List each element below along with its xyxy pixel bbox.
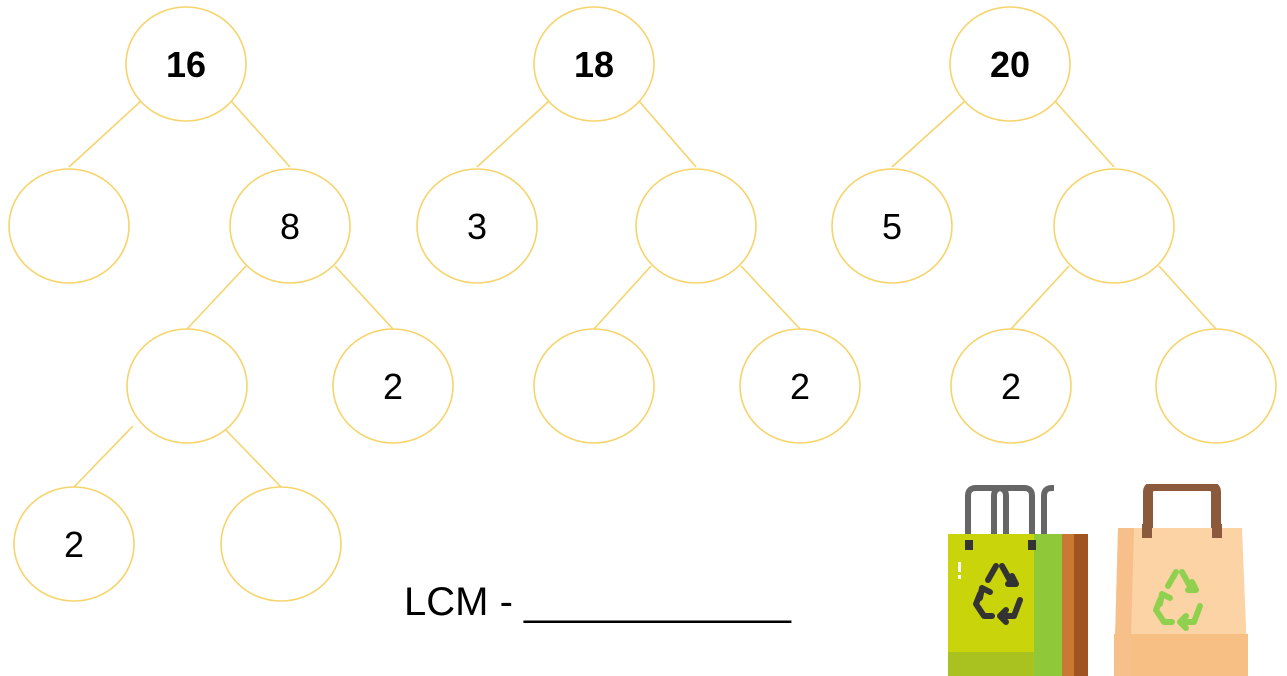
tree-nodes: 16 8 2 2 18 3 2 20 5 2 — [8, 6, 1277, 602]
tree-node-18-root: 18 — [533, 6, 655, 122]
lcm-prompt: LCM - ____________ — [404, 580, 791, 624]
node-value: 18 — [574, 44, 614, 85]
tree-node-20-root: 20 — [949, 6, 1071, 122]
tree-node-18-l1-right — [635, 168, 757, 284]
node-value: 3 — [467, 206, 487, 247]
node-circle — [220, 486, 342, 602]
tree-edge — [1054, 100, 1115, 168]
node-circle — [126, 328, 248, 444]
tree-node-18-l1-left: 3 — [416, 168, 538, 284]
tree-node-16-l2-left — [126, 328, 248, 444]
node-circle — [831, 168, 953, 284]
tree-edge — [73, 425, 134, 488]
node-circle — [1053, 168, 1175, 284]
tree-edge — [230, 100, 291, 168]
node-value: 20 — [990, 44, 1030, 85]
tree-node-18-l2-left — [533, 328, 655, 444]
tree-edges — [68, 100, 1217, 488]
tree-node-16-l1-left — [8, 168, 130, 284]
node-circle — [739, 328, 861, 444]
tree-edge — [221, 425, 282, 488]
tree-node-16-l3-left: 2 — [13, 486, 135, 602]
tan-shopping-bag-recycle-icon — [1114, 484, 1248, 676]
tree-edge — [476, 100, 550, 168]
node-circle — [125, 6, 247, 122]
node-circle — [1155, 328, 1277, 444]
tree-node-16-l1-right: 8 — [229, 168, 351, 284]
node-circle — [13, 486, 135, 602]
node-value: 2 — [64, 524, 84, 565]
tree-node-16-l3-right — [220, 486, 342, 602]
tree-node-20-l2-right — [1155, 328, 1277, 444]
node-value: 5 — [882, 206, 902, 247]
node-value: 8 — [280, 206, 300, 247]
tree-edge — [334, 265, 394, 330]
node-circle — [635, 168, 757, 284]
tree-edge — [593, 265, 652, 330]
node-circle — [950, 328, 1072, 444]
tree-edge — [638, 100, 697, 168]
tree-edge — [1010, 265, 1070, 330]
tree-edge — [740, 265, 801, 330]
node-circle — [8, 168, 130, 284]
tree-node-16-l2-right: 2 — [332, 328, 454, 444]
node-value: 16 — [166, 44, 206, 85]
tree-node-20-l1-right — [1053, 168, 1175, 284]
tree-edge — [891, 100, 966, 168]
node-circle — [229, 168, 351, 284]
tree-edge — [186, 265, 247, 330]
node-value: 2 — [790, 366, 810, 407]
tree-node-18-l2-right: 2 — [739, 328, 861, 444]
tree-node-20-l2-left: 2 — [950, 328, 1072, 444]
green-shopping-bag-recycle-icon — [948, 485, 1088, 676]
node-value: 2 — [1001, 366, 1021, 407]
node-circle — [949, 6, 1071, 122]
tree-edge — [1158, 265, 1217, 330]
tree-node-20-l1-left: 5 — [831, 168, 953, 284]
tree-edge — [68, 100, 142, 168]
node-circle — [533, 328, 655, 444]
node-circle — [533, 6, 655, 122]
node-circle — [416, 168, 538, 284]
tree-node-16-root: 16 — [125, 6, 247, 122]
node-value: 2 — [383, 366, 403, 407]
node-circle — [332, 328, 454, 444]
